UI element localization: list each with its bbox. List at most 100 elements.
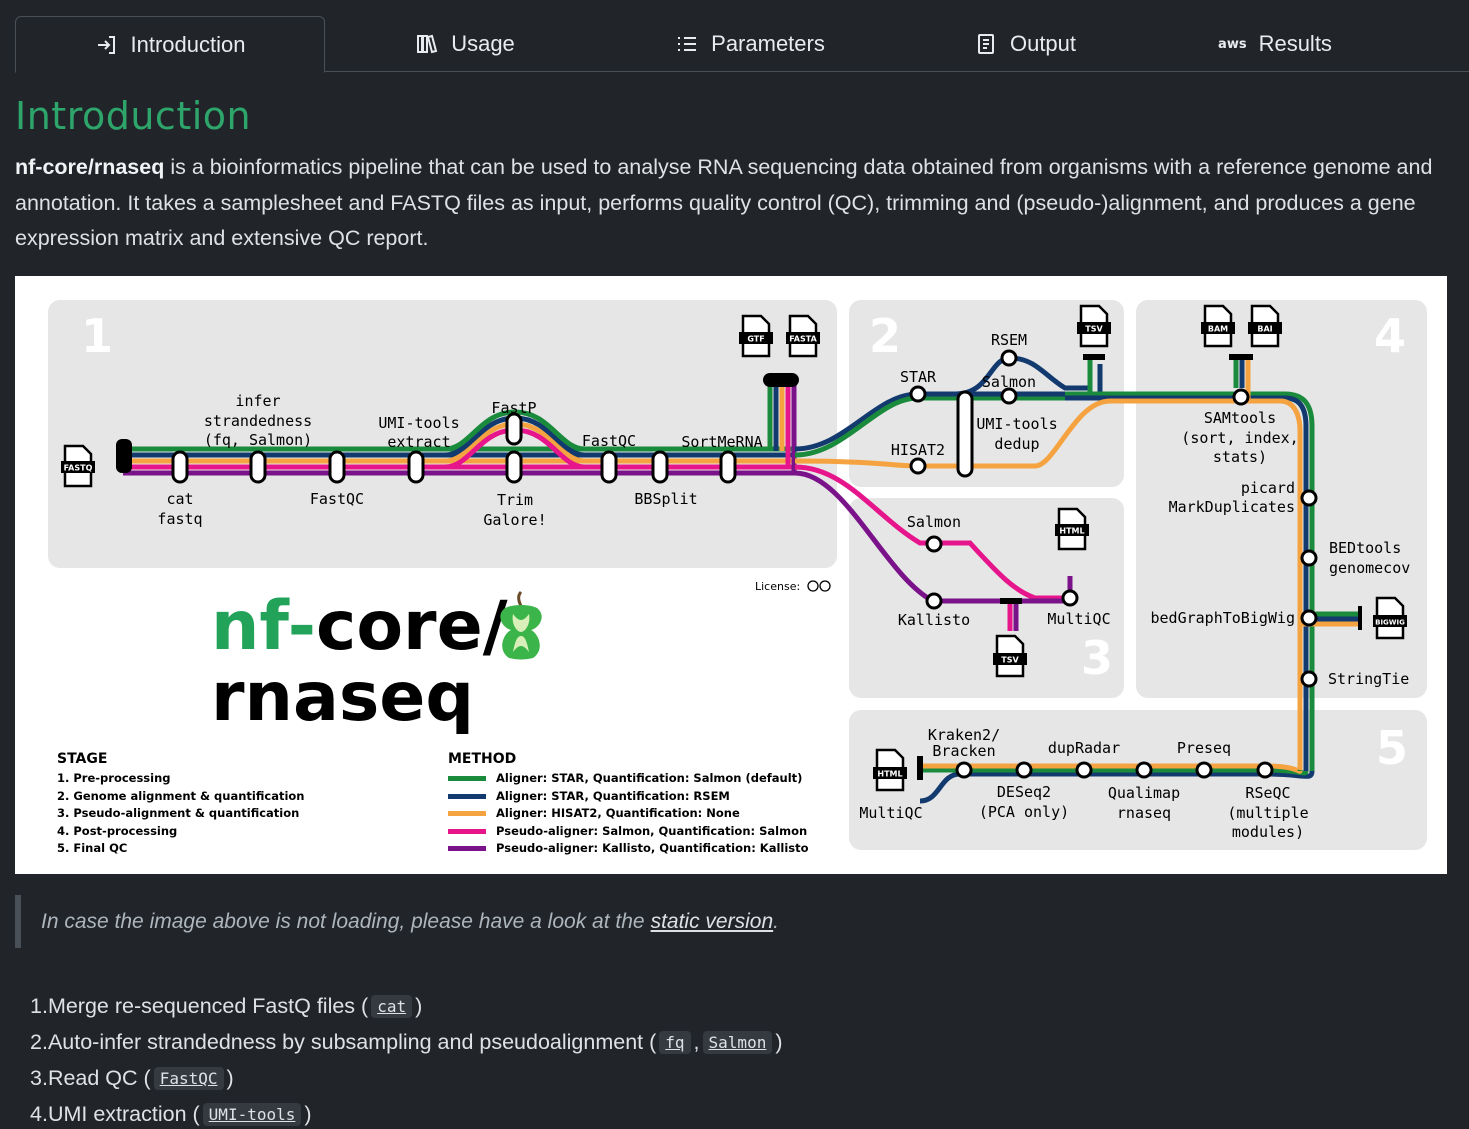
bai-file-icon: BAI bbox=[1248, 304, 1282, 348]
svg-text:Aligner: HISAT2, Quantificatio: Aligner: HISAT2, Quantification: None bbox=[496, 806, 740, 820]
svg-text:HISAT2: HISAT2 bbox=[891, 441, 945, 459]
svg-text:1. Pre-processing: 1. Pre-processing bbox=[57, 771, 171, 785]
svg-text:BEDtools: BEDtools bbox=[1329, 539, 1401, 557]
svg-text:GTF: GTF bbox=[747, 335, 764, 344]
stage2-stations bbox=[909, 349, 1318, 779]
svg-text:Pseudo-aligner: Salmon, Quanti: Pseudo-aligner: Salmon, Quantification: … bbox=[496, 824, 807, 838]
books-icon bbox=[417, 34, 438, 54]
svg-text:3. Pseudo-alignment & quantifi: 3. Pseudo-alignment & quantification bbox=[57, 806, 299, 820]
tab-usage[interactable]: Usage bbox=[385, 16, 545, 72]
tool-link[interactable]: cat bbox=[371, 994, 413, 1018]
list-item: 4. UMI extraction (UMI-tools) bbox=[30, 1101, 312, 1126]
svg-text:StringTie: StringTie bbox=[1328, 670, 1409, 688]
svg-text:Preseq: Preseq bbox=[1177, 739, 1231, 757]
svg-text:RSeQC: RSeQC bbox=[1245, 784, 1290, 802]
tab-label: Output bbox=[1009, 31, 1077, 56]
report-icon bbox=[977, 34, 994, 54]
svg-text:dupRadar: dupRadar bbox=[1048, 739, 1120, 757]
pipeline-name: nf-core/rnaseq bbox=[15, 155, 165, 179]
method-legend: METHOD Aligner: STAR, Quantification: Sa… bbox=[448, 751, 809, 855]
page-title: Introduction bbox=[15, 94, 252, 138]
static-version-link[interactable]: static version bbox=[650, 909, 774, 933]
svg-text:RSEM: RSEM bbox=[991, 331, 1027, 349]
svg-text:DESeq2: DESeq2 bbox=[997, 783, 1051, 801]
svg-text:FASTQ: FASTQ bbox=[64, 464, 93, 473]
svg-text:MultiQC: MultiQC bbox=[1047, 610, 1110, 628]
tab-output[interactable]: Output bbox=[935, 16, 1115, 72]
svg-text:BAI: BAI bbox=[1257, 325, 1272, 334]
tsv-file-icon: TSV bbox=[1077, 304, 1111, 348]
svg-text:BBSplit: BBSplit bbox=[634, 490, 697, 508]
tab-results[interactable]: aws Results bbox=[1190, 16, 1360, 72]
svg-text:BAM: BAM bbox=[1208, 325, 1228, 334]
svg-text:METHOD: METHOD bbox=[448, 751, 516, 767]
svg-text:stats): stats) bbox=[1213, 448, 1267, 466]
svg-text:(fq, Salmon): (fq, Salmon) bbox=[204, 431, 312, 449]
svg-text:infer: infer bbox=[235, 392, 280, 410]
tab-label: Introduction bbox=[130, 31, 246, 57]
svg-text:Trim: Trim bbox=[497, 491, 533, 509]
svg-text:Salmon: Salmon bbox=[907, 513, 961, 531]
svg-text:strandedness: strandedness bbox=[204, 412, 312, 430]
list-item: 1. Merge re-sequenced FastQ files (cat) bbox=[30, 993, 423, 1018]
svg-text:FASTA: FASTA bbox=[789, 335, 817, 344]
html-file-icon: HTML bbox=[1055, 507, 1089, 551]
sign-in-icon bbox=[97, 35, 115, 54]
svg-text:2. Genome alignment & quantifi: 2. Genome alignment & quantification bbox=[57, 789, 305, 803]
html-file-icon: HTML bbox=[873, 748, 907, 792]
stage-number: 5 bbox=[1376, 721, 1408, 775]
svg-text:Pseudo-aligner: Kallisto, Quan: Pseudo-aligner: Kallisto, Quantification… bbox=[496, 841, 809, 855]
svg-text:(sort, index,: (sort, index, bbox=[1181, 429, 1298, 447]
svg-text:STAR: STAR bbox=[900, 368, 937, 386]
gtf-file-icon: GTF bbox=[739, 314, 773, 358]
file-icons: FASTQ GTF FASTA TSV BAM BAI HTML TSV BIG… bbox=[61, 304, 1407, 792]
svg-text:UMI-tools: UMI-tools bbox=[378, 414, 459, 432]
tab-bar: Introduction Usage Parameters Output aws… bbox=[15, 16, 1469, 73]
svg-text:cat: cat bbox=[166, 490, 193, 508]
svg-text:FastP: FastP bbox=[491, 399, 536, 417]
fallback-text: In case the image above is not loading, … bbox=[41, 909, 645, 933]
bam-file-icon: BAM bbox=[1201, 304, 1235, 348]
tab-label: Usage bbox=[451, 31, 515, 56]
stage-legend: STAGE 1. Pre-processing 2. Genome alignm… bbox=[57, 751, 305, 855]
station-labels: infer strandedness (fq, Salmon) cat fast… bbox=[157, 331, 1410, 841]
tool-link[interactable]: Salmon bbox=[702, 1030, 773, 1054]
pipeline-metro-map: 1 2 3 4 5 bbox=[15, 276, 1447, 874]
svg-text:genomecov: genomecov bbox=[1329, 559, 1410, 577]
tsv-file-icon: TSV bbox=[993, 634, 1027, 678]
intro-text: is a bioinformatics pipeline that can be… bbox=[15, 155, 1433, 250]
cc-license-icon bbox=[807, 580, 831, 592]
svg-text:FastQC: FastQC bbox=[310, 490, 364, 508]
stage-panels bbox=[48, 300, 1427, 850]
svg-text:dedup: dedup bbox=[994, 435, 1039, 453]
svg-text:extract: extract bbox=[387, 433, 450, 451]
svg-text:rnaseq: rnaseq bbox=[211, 658, 474, 737]
svg-text:SAMtools: SAMtools bbox=[1204, 409, 1276, 427]
svg-text:rnaseq: rnaseq bbox=[1117, 804, 1171, 822]
tool-link[interactable]: FastQC bbox=[153, 1066, 224, 1090]
tab-introduction[interactable]: Introduction bbox=[15, 16, 325, 73]
list-icon bbox=[678, 37, 697, 51]
svg-text:Bracken: Bracken bbox=[932, 742, 995, 760]
svg-text:Salmon: Salmon bbox=[982, 373, 1036, 391]
svg-text:Kallisto: Kallisto bbox=[898, 611, 970, 629]
svg-text:MarkDuplicates: MarkDuplicates bbox=[1169, 498, 1295, 516]
fallback-note: In case the image above is not loading, … bbox=[15, 895, 1015, 948]
svg-text:4. Post-processing: 4. Post-processing bbox=[57, 824, 177, 838]
tool-link[interactable]: UMI-tools bbox=[202, 1102, 302, 1126]
fasta-file-icon: FASTA bbox=[786, 314, 820, 358]
svg-text:fastq: fastq bbox=[157, 510, 202, 528]
svg-text:Qualimap: Qualimap bbox=[1108, 784, 1180, 802]
list-item: 3. Read QC (FastQC) bbox=[30, 1065, 234, 1090]
bigwig-file-icon: BIGWIG bbox=[1373, 596, 1407, 640]
stage-number: 1 bbox=[81, 309, 113, 363]
tab-parameters[interactable]: Parameters bbox=[635, 16, 865, 72]
svg-text:STAGE: STAGE bbox=[57, 751, 107, 767]
svg-text:UMI-tools: UMI-tools bbox=[976, 415, 1057, 433]
list-item: 2. Auto-infer strandedness by subsamplin… bbox=[30, 1029, 783, 1054]
svg-text:5. Final QC: 5. Final QC bbox=[57, 841, 127, 855]
svg-text:Kraken2/: Kraken2/ bbox=[928, 726, 1000, 744]
tool-link[interactable]: fq bbox=[659, 1030, 691, 1054]
fastq-file-icon: FASTQ bbox=[61, 444, 95, 488]
svg-text:(PCA only): (PCA only) bbox=[979, 803, 1069, 821]
